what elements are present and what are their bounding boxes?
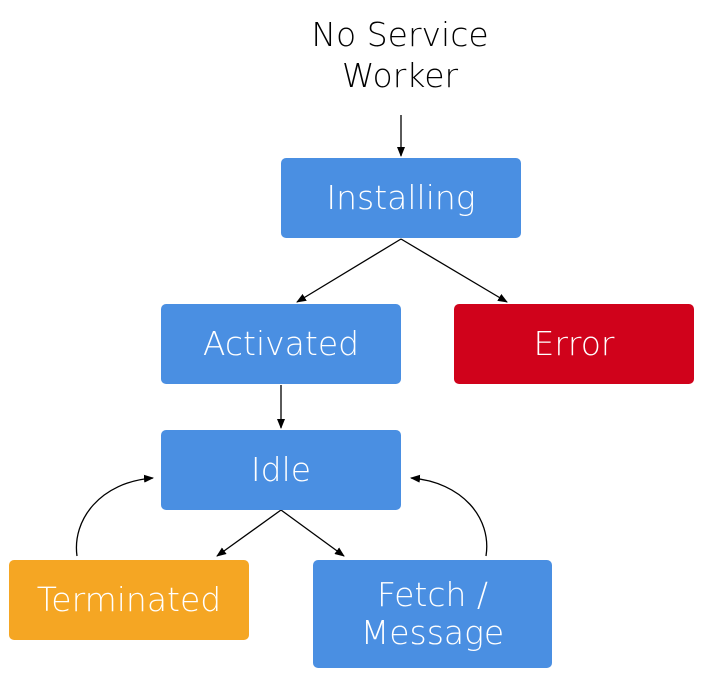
edge-terminated-to-idle <box>75 474 154 557</box>
start-label-line-2: Worker <box>341 56 459 95</box>
node-installing: Installing <box>281 158 521 238</box>
node-fetch-message-line-2: Message <box>360 613 505 652</box>
node-fetch-message-line-1: Fetch / <box>376 575 489 614</box>
node-activated-label: Activated <box>202 324 360 363</box>
edge-installing-to-error <box>400 238 508 303</box>
node-error-label: Error <box>533 324 615 363</box>
edge-idle-to-fetch-message <box>280 509 345 557</box>
start-label-line-1: No Service <box>311 15 489 54</box>
node-fetch-message-label: Fetch / Message <box>361 576 505 652</box>
node-installing-label: Installing <box>326 178 476 217</box>
node-idle-label: Idle <box>250 450 312 489</box>
node-error: Error <box>454 304 694 384</box>
node-terminated-label: Terminated <box>36 580 222 619</box>
node-activated: Activated <box>161 304 401 384</box>
start-label: No Service Worker <box>250 14 550 96</box>
node-fetch-message: Fetch / Message <box>313 560 552 668</box>
edge-fetch-message-to-idle <box>410 474 488 557</box>
node-terminated: Terminated <box>9 560 249 640</box>
edge-installing-to-activated <box>296 238 402 303</box>
edge-idle-to-terminated <box>216 509 282 557</box>
node-idle: Idle <box>161 430 401 510</box>
